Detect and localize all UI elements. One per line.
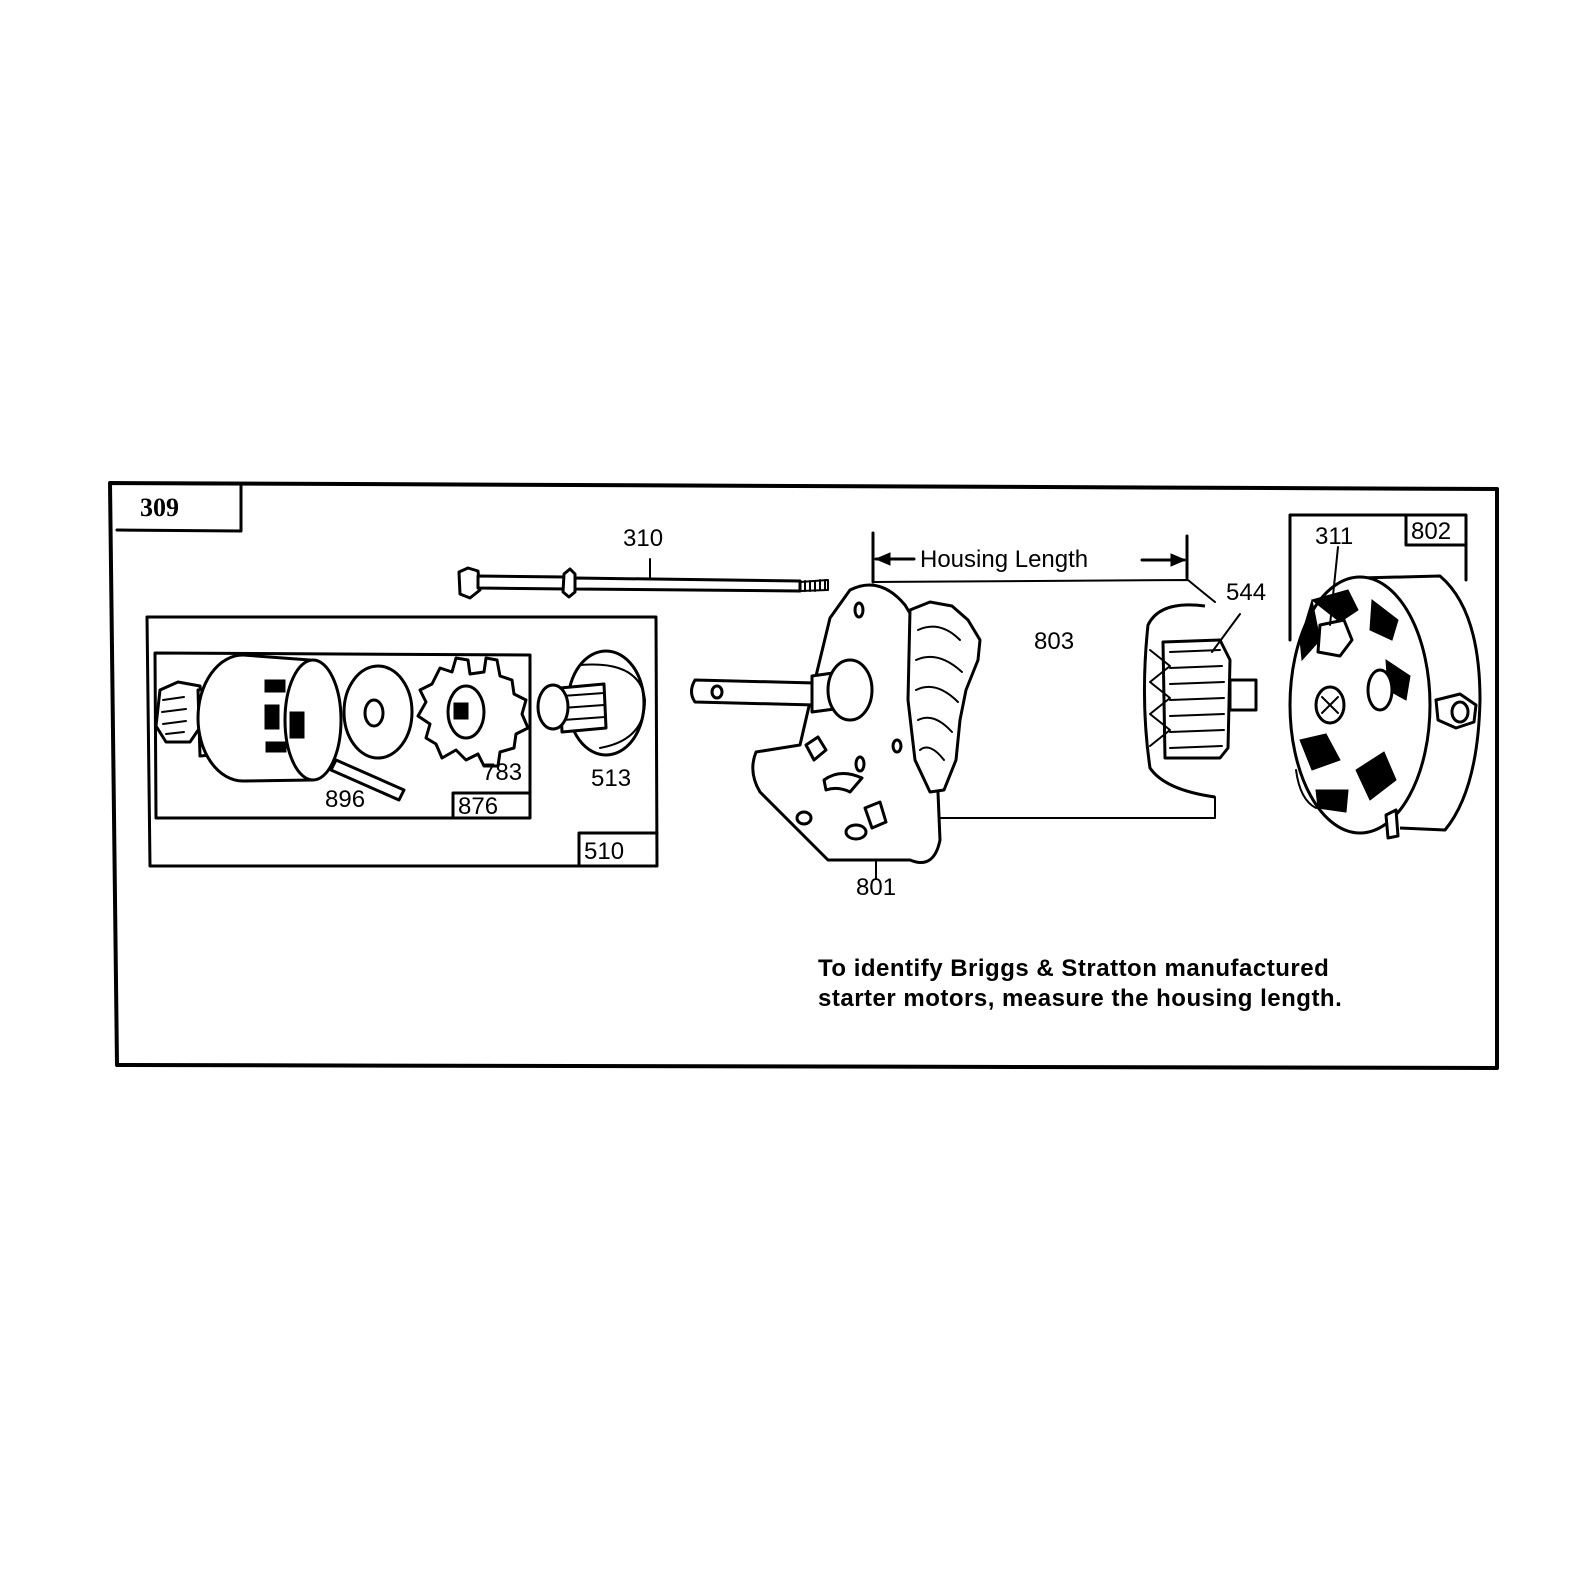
- drive-clutch-part: [154, 653, 343, 783]
- housing-length-dimension: Housing Length: [871, 531, 1189, 584]
- motor-housing-part: [690, 579, 1258, 879]
- part-label-803: 803: [1034, 628, 1074, 655]
- part-label-896: 896: [325, 786, 365, 813]
- part-label-311: 311: [1315, 523, 1353, 550]
- inner-group-label: 876: [458, 793, 498, 820]
- part-label-801: 801: [856, 874, 896, 901]
- part-label-513: 513: [591, 765, 631, 792]
- end-cap-label: 802: [1411, 518, 1451, 545]
- group-label: 309: [140, 493, 179, 522]
- inner-group-box-876: 876: [153, 651, 532, 820]
- group-label-box: 309: [108, 481, 243, 533]
- housing-length-label: Housing Length: [920, 546, 1088, 573]
- washer-part: [342, 664, 414, 760]
- nut-part-513: [536, 649, 646, 757]
- end-cap-part: [1288, 546, 1482, 840]
- subassembly-box-510: 510: [145, 615, 659, 868]
- note-line-1: To identify Briggs & Stratton manufactur…: [818, 955, 1329, 982]
- through-bolt-part-310: [457, 558, 829, 600]
- end-cap-box-802: 802: [1288, 513, 1468, 642]
- part-label-783: 783: [482, 759, 522, 786]
- note-line-2: starter motors, measure the housing leng…: [818, 985, 1342, 1012]
- leader-544: [1211, 613, 1241, 653]
- part-label-310: 310: [623, 525, 663, 552]
- subassembly-label: 510: [584, 838, 624, 865]
- pin-part-896: [329, 758, 406, 802]
- part-label-544: 544: [1226, 579, 1266, 606]
- gear-part-783: [416, 656, 530, 768]
- outer-frame: [108, 481, 1499, 1070]
